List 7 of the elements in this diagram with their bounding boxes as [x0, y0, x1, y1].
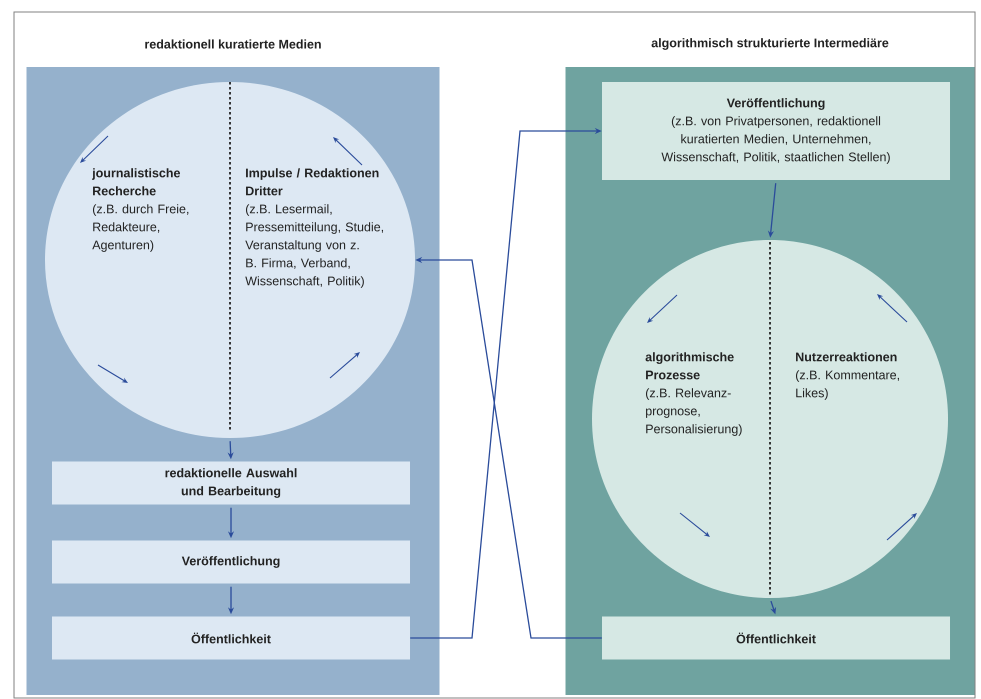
panel-heading: algorithmisch strukturierte Intermediäre — [652, 38, 888, 50]
panel-heading: redaktionell kuratierte Medien — [145, 39, 321, 49]
process-box: Öffentlichkeit — [52, 616, 410, 660]
process-box: Öffentlichkeit — [602, 616, 950, 660]
process-box: Veröffentlichung — [52, 540, 410, 584]
process-box: redaktionelle Auswahl und Bearbeitung — [52, 462, 410, 504]
process-box: Veröffentlichung (z.B. von Privatpersonen, redaktionell kuratierten Medien, Unternehmen, Wissenschaft, Politik, staatlichen Stellen) — [602, 82, 950, 180]
